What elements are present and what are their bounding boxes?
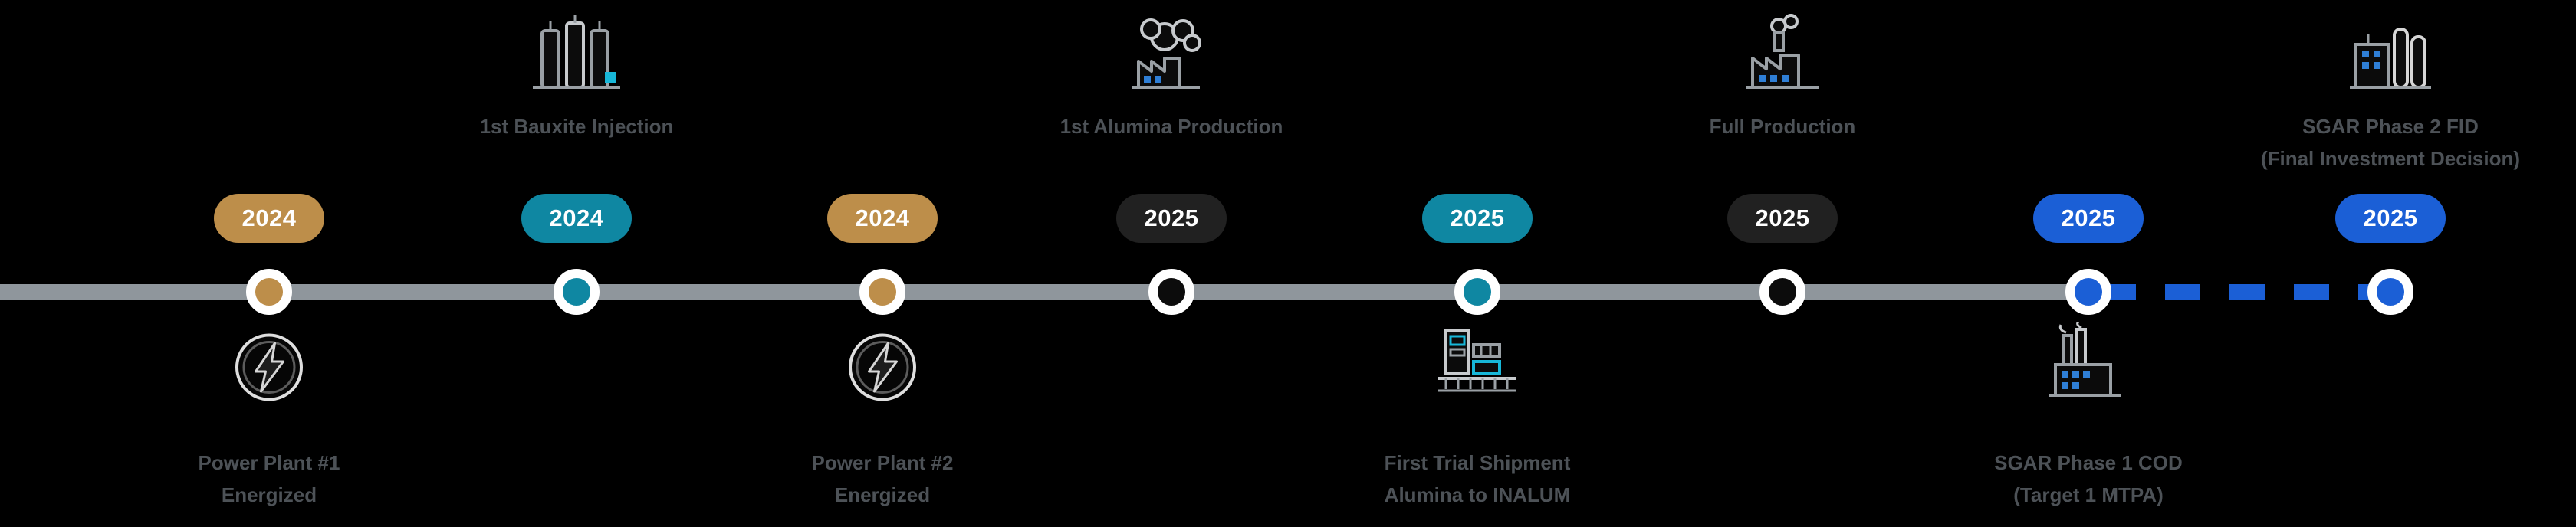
year-badge: 2024 — [214, 194, 324, 243]
milestone-power-plant-1: 2024 Power Plant #1 Energized — [89, 0, 449, 527]
milestone-sgar-phase-2-fid: 2025 SGAR Phase 2 FID (Final Investment … — [2210, 0, 2571, 527]
milestone-label: Power Plant #1 Energized — [89, 447, 449, 511]
milestone-label: 1st Alumina Production — [991, 110, 1352, 142]
timeline-line-dashed — [2101, 284, 2390, 300]
milestone-label: Full Production — [1602, 110, 1963, 142]
milestone-label: SGAR Phase 1 COD (Target 1 MTPA) — [1908, 447, 2269, 511]
milestone-label-line: Power Plant #2 — [811, 451, 954, 474]
milestone-label: First Trial Shipment Alumina to INALUM — [1297, 447, 1658, 511]
timeline-node — [2065, 269, 2111, 315]
milestone-label-line: Energized — [834, 483, 931, 506]
bauxite-refinery-icon — [519, 6, 634, 104]
timeline-node — [1454, 269, 1500, 315]
milestone-label-line: Full Production — [1709, 115, 1856, 138]
sgar-phase2-plant-icon — [2333, 6, 2448, 104]
alumina-production-icon — [1114, 6, 1229, 104]
timeline-node — [554, 269, 600, 315]
milestone-label-line: Power Plant #1 — [198, 451, 340, 474]
shipment-dock-icon — [1420, 320, 1535, 414]
year-badge: 2025 — [1727, 194, 1838, 243]
timeline-node — [859, 269, 905, 315]
milestone-label: Power Plant #2 Energized — [702, 447, 1063, 511]
year-badge: 2025 — [1422, 194, 1533, 243]
power-plant-icon — [846, 320, 919, 414]
milestone-first-trial-shipment: 2025 First Trial Shipment — [1297, 0, 1658, 527]
year-badge: 2025 — [1116, 194, 1227, 243]
timeline-node — [2367, 269, 2413, 315]
milestone-label-line: First Trial Shipment — [1384, 451, 1571, 474]
milestone-sgar-phase-1-cod: 2025 SGAR Phase 1 COD (Target 1 MTPA) — [1908, 0, 2269, 527]
milestone-label: 1st Bauxite Injection — [396, 110, 757, 142]
year-badge: 2024 — [521, 194, 632, 243]
timeline-node — [246, 269, 292, 315]
milestone-power-plant-2: 2024 Power Plant #2 Energized — [702, 0, 1063, 527]
milestone-label-line: Alumina to INALUM — [1384, 483, 1571, 506]
year-badge: 2025 — [2335, 194, 2446, 243]
milestone-label-line: 1st Bauxite Injection — [479, 115, 674, 138]
milestone-label: SGAR Phase 2 FID (Final Investment Decis… — [2210, 110, 2571, 175]
milestone-label-line: 1st Alumina Production — [1060, 115, 1283, 138]
year-badge: 2024 — [827, 194, 938, 243]
factory-icon — [1725, 6, 1840, 104]
timeline-node — [1148, 269, 1194, 315]
milestone-alumina-production: 2025 1st Alumina Production — [991, 0, 1352, 527]
milestone-label-line: (Final Investment Decision) — [2260, 147, 2521, 170]
milestone-label-line: SGAR Phase 1 COD — [1994, 451, 2183, 474]
power-plant-icon — [233, 320, 306, 414]
timeline-node — [1760, 269, 1806, 315]
year-badge: 2025 — [2033, 194, 2144, 243]
milestone-label-line: (Target 1 MTPA) — [2013, 483, 2164, 506]
milestone-bauxite-injection: 2024 1st Bauxite Injection — [396, 0, 757, 527]
milestone-label-line: Energized — [221, 483, 317, 506]
sgar-phase1-factory-icon — [2031, 320, 2146, 414]
milestone-full-production: 2025 Full Production — [1602, 0, 1963, 527]
timeline-line-solid — [0, 284, 2088, 300]
milestone-label-line: SGAR Phase 2 FID — [2302, 115, 2479, 138]
